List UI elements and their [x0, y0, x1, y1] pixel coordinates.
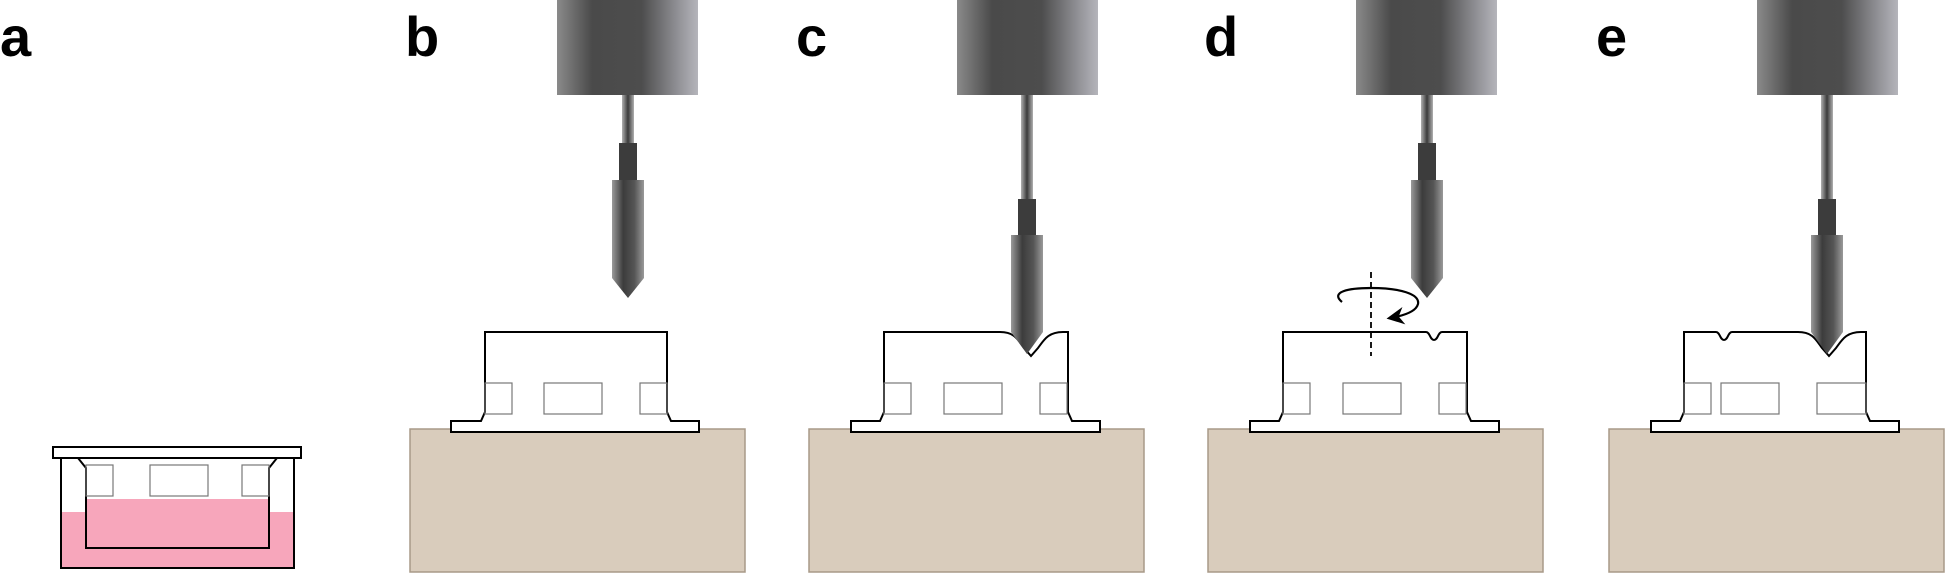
insert-window-left: [883, 382, 912, 415]
needle-icon: [1411, 180, 1443, 298]
panel-label-b: b: [405, 5, 439, 68]
needle-icon: [612, 180, 644, 298]
panel-d: [1207, 0, 1544, 573]
well-walls: [60, 458, 295, 569]
insert-window-center: [149, 464, 209, 497]
needle-icon: [1811, 235, 1843, 354]
panel-label-e: e: [1596, 5, 1627, 68]
panel-a-insert-in-well: [52, 446, 302, 569]
sample-block: [409, 428, 746, 573]
panel-label-c: c: [796, 5, 827, 68]
insert-window-right: [1438, 382, 1467, 415]
insert-window-left: [85, 464, 114, 497]
needle-rod: [1021, 95, 1033, 199]
rotation-arrow-icon: [1337, 286, 1420, 325]
needle-collar: [619, 143, 637, 180]
panel-c: [808, 0, 1145, 573]
insert-outline-dent: [1249, 331, 1500, 433]
insert-window-center: [1720, 382, 1780, 415]
insert-outline-indented-twice: [1650, 331, 1900, 433]
insert-window-left: [484, 382, 513, 415]
needle-rod: [622, 95, 634, 143]
motor-block-icon: [957, 0, 1098, 95]
sample-block: [1207, 428, 1544, 573]
motor-block-icon: [1757, 0, 1898, 95]
insert-window-right: [1816, 382, 1867, 415]
needle-icon: [1011, 235, 1043, 354]
insert-outline: [450, 331, 700, 433]
insert-window-right: [1039, 382, 1068, 415]
insert-body: [77, 457, 278, 549]
sample-block: [1608, 428, 1945, 573]
insert-rim: [52, 446, 302, 459]
insert-window-center: [1342, 382, 1402, 415]
panel-b: [409, 0, 746, 573]
insert-window-left: [1683, 382, 1712, 415]
needle-collar: [1818, 199, 1836, 235]
insert-window-center: [543, 382, 603, 415]
insert-medium: [86, 499, 269, 548]
needle-rod: [1821, 95, 1833, 199]
motor-block-icon: [1356, 0, 1497, 95]
needle-rod: [1421, 95, 1433, 143]
insert-window-right: [639, 382, 668, 415]
insert-outline-indented: [850, 331, 1101, 433]
panel-label-d: d: [1204, 5, 1238, 68]
insert-window-right: [241, 464, 270, 497]
insert-window-center: [943, 382, 1003, 415]
needle-collar: [1418, 143, 1436, 180]
needle-collar: [1018, 199, 1036, 235]
sample-block: [808, 428, 1145, 573]
panel-label-a: a: [0, 5, 32, 68]
insert-window-left: [1282, 382, 1311, 415]
motor-block-icon: [557, 0, 698, 95]
panel-e: [1608, 0, 1945, 573]
